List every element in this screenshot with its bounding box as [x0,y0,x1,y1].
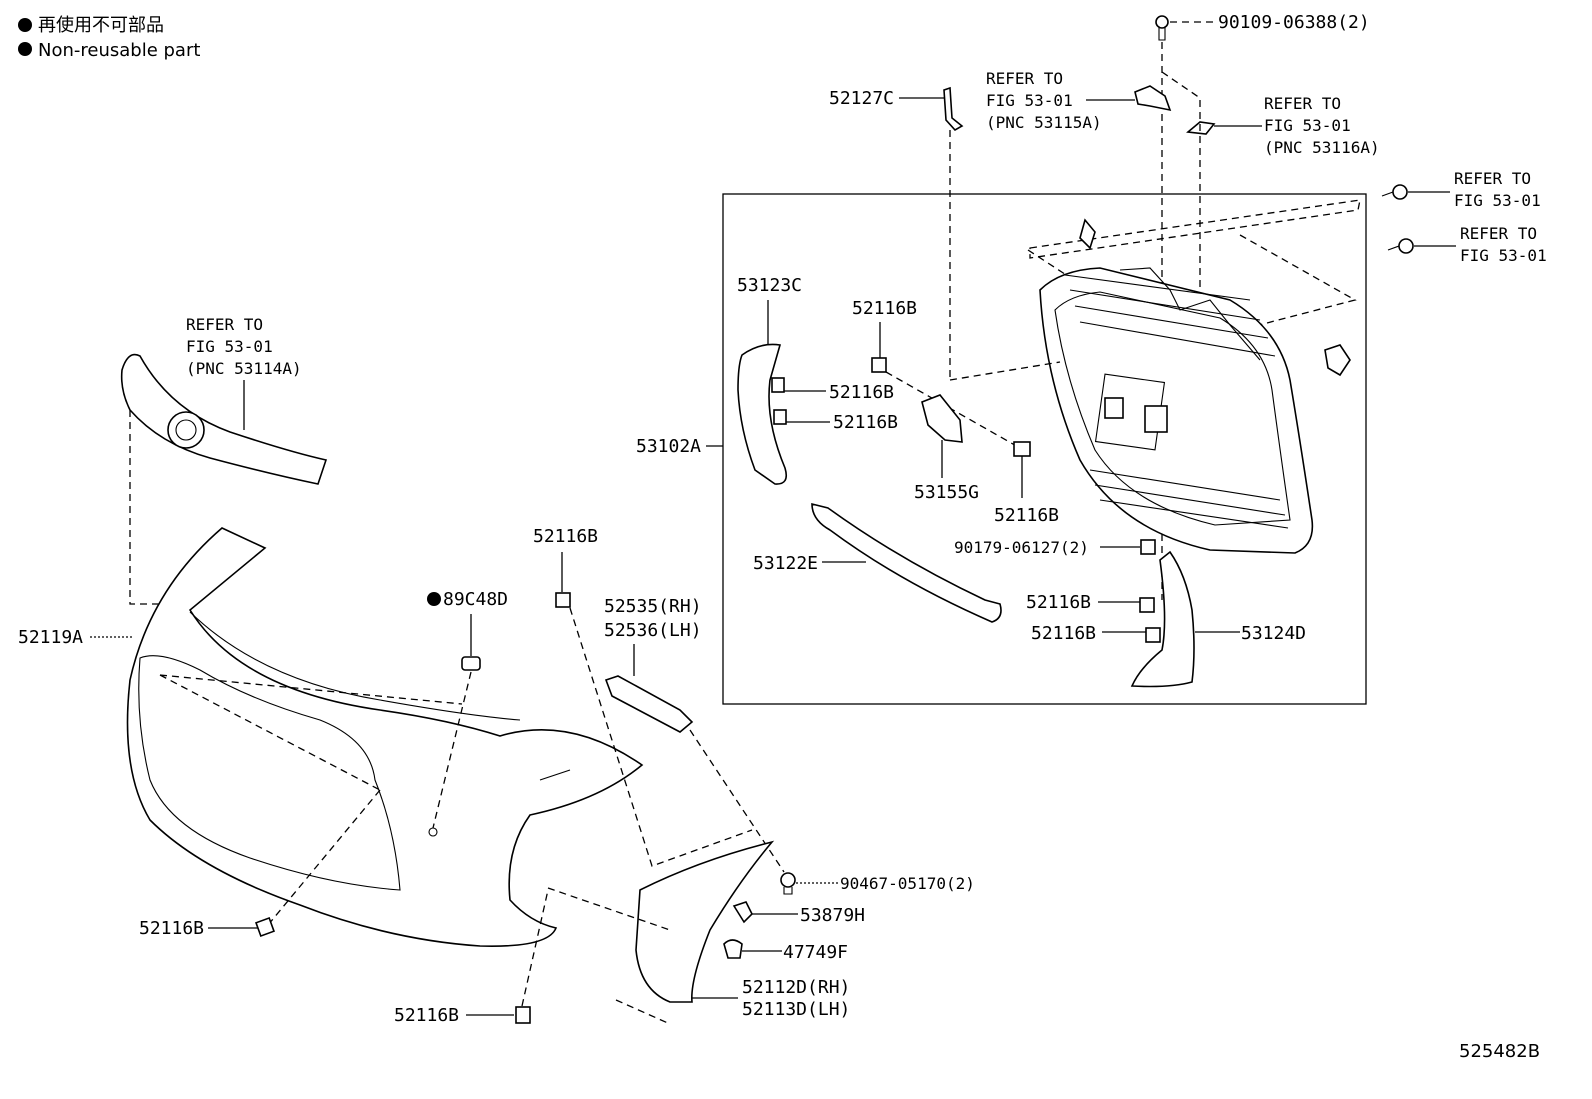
label-52535: 52535(RH) [604,596,702,617]
refer-53115-line3: (PNC 53115A) [986,113,1102,132]
refer-bolt2-line2: FIG 53-01 [1460,246,1547,265]
clip-icon [1013,441,1031,457]
label-53124d: 53124D [1241,623,1306,644]
label-53879h: 53879H [800,905,865,926]
screw-icon [1381,184,1408,200]
label-53155g: 53155G [914,482,979,503]
label-90179: 90179-06127(2) [954,538,1089,557]
clip-icon [771,377,785,393]
label-53102a: 53102A [636,436,701,457]
refer-53114-line2: FIG 53-01 [186,337,273,356]
moulding-53122e-icon [811,502,1002,623]
label-52127c: 52127C [829,88,894,109]
label-90109: 90109-06388(2) [1218,12,1370,33]
label-90467: 90467-05170(2) [840,874,975,893]
side-garnish-53124d-icon [1130,550,1195,688]
label-53123c: 53123C [737,275,802,296]
refer-53114-line1: REFER TO [186,315,263,334]
cap-47749f-icon [723,939,743,959]
grille-body-icon [1027,199,1361,554]
clip-icon [515,1006,531,1024]
retainer-52535-icon [604,675,694,733]
non-reusable-bullet-icon [427,592,441,606]
refer-53115-line2: FIG 53-01 [986,91,1073,110]
refer-53116-line3: (PNC 53116A) [1264,138,1380,157]
label-52116b-c: 52116B [994,505,1059,526]
seal-89c48d-icon [461,656,481,671]
label-52536: 52536(LH) [604,620,702,641]
clip-icon [1139,597,1155,613]
label-52116b-mid: 52116B [533,526,598,547]
refer-53116-line1: REFER TO [1264,94,1341,113]
screw-icon [1387,238,1414,254]
refer-bolt1-line2: FIG 53-01 [1454,191,1541,210]
refer-bolt1-line1: REFER TO [1454,169,1531,188]
label-47749f: 47749F [783,942,848,963]
non-reusable-bullet-icon [18,42,32,56]
refer-53116-line2: FIG 53-01 [1264,116,1351,135]
clip-icon [255,917,275,937]
upper-grille-icon [120,353,328,485]
clip-icon [1145,627,1161,643]
label-52116b-b: 52116B [833,412,898,433]
label-52116b-d: 52116B [1026,592,1091,613]
side-retainer-52112d-icon [635,840,775,1003]
legend-jp: 再使用不可部品 [38,15,164,36]
label-52116b-e: 52116B [1031,623,1096,644]
refer-bolt2-line1: REFER TO [1460,224,1537,243]
refer-53115-line1: REFER TO [986,69,1063,88]
refer-53114-line3: (PNC 53114A) [186,359,302,378]
label-52116b-top: 52116B [852,298,917,319]
bracket-53116-icon [1186,121,1216,135]
side-garnish-53123c-icon [737,343,788,485]
label-52116b-bottom: 52116B [394,1005,459,1026]
grille-assembly-box [722,193,1367,705]
label-52119a: 52119A [18,627,83,648]
nut-icon [1140,539,1156,555]
bracket-53115-icon [1134,85,1172,112]
bracket-52127c-icon [943,86,964,132]
label-52112d: 52112D(RH) [742,977,850,998]
clip-icon [871,357,887,373]
cover-53155g-icon [921,394,963,443]
label-52116b-a: 52116B [829,382,894,403]
bumper-cover-icon [126,527,644,947]
label-53122e: 53122E [753,553,818,574]
label-89c48d: 89C48D [443,589,508,610]
non-reusable-bullet-icon [18,18,32,32]
legend-en: Non-reusable part [38,40,200,61]
clip-icon [555,592,571,608]
label-52116b-left: 52116B [139,918,204,939]
bolt-90109-icon [1155,15,1169,41]
clip-icon [773,409,787,425]
label-52113d: 52113D(LH) [742,999,850,1020]
clip-53879h-icon [732,901,753,924]
diagram-id: 525482B [1459,1041,1540,1062]
clip-90467-icon [780,872,796,895]
